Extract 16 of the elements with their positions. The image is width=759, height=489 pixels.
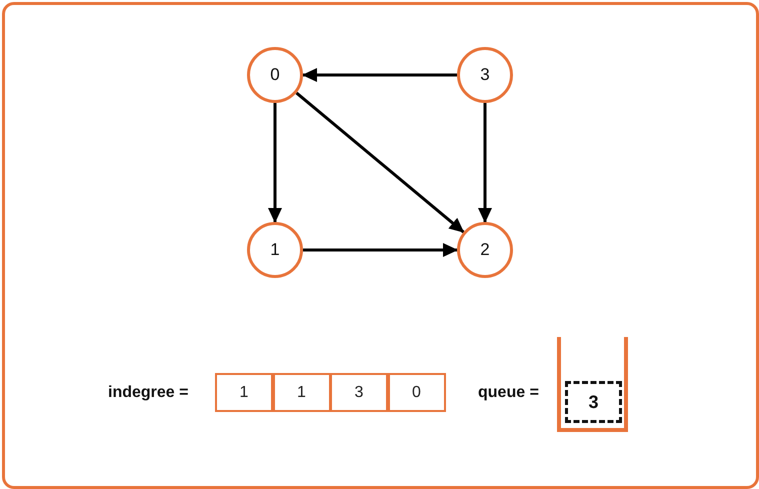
array-label: indegree = [108, 384, 188, 402]
arrow [302, 68, 457, 82]
table-cell: 1 [272, 373, 330, 412]
graph-node: 0 [247, 47, 303, 103]
graph-node: 1 [247, 222, 303, 278]
table-cell: 1 [215, 373, 273, 412]
arrow [268, 103, 282, 223]
graph-node: 3 [457, 47, 513, 103]
arrow [303, 243, 458, 257]
table-cell: 0 [388, 373, 446, 412]
table-cell: 3 [330, 373, 388, 412]
arrow [478, 103, 492, 223]
arrow [296, 92, 464, 234]
queue-item: 3 [565, 381, 622, 423]
array-label: queue = [478, 384, 539, 402]
graph-node: 2 [457, 222, 513, 278]
